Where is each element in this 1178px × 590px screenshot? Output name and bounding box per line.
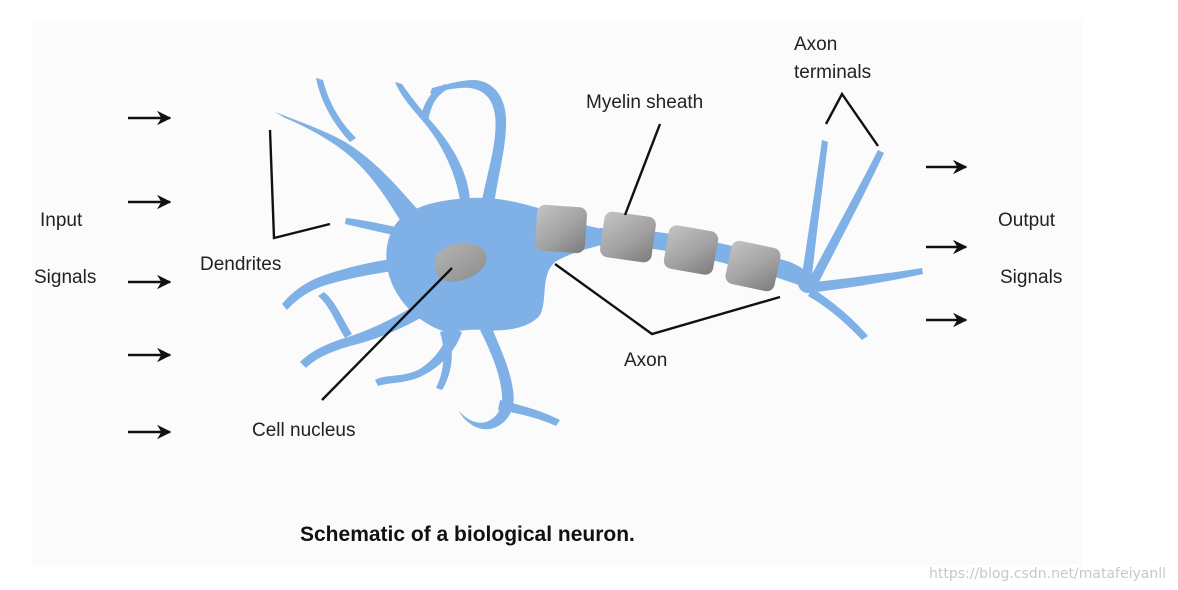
diagram-panel bbox=[32, 20, 1082, 565]
axon-terminal-hub bbox=[798, 273, 818, 293]
myelin-segment-4 bbox=[725, 240, 781, 292]
myelin-segment-2 bbox=[600, 211, 656, 263]
axon-label: Axon bbox=[624, 350, 667, 371]
axon-terminal-up-left bbox=[802, 140, 828, 276]
axon-terminal-down bbox=[808, 288, 868, 340]
cell-nucleus-label: Cell nucleus bbox=[252, 420, 356, 441]
dendrite-upper-left-branch bbox=[316, 78, 356, 142]
leader-lines bbox=[268, 91, 879, 401]
myelin-sheath-label: Myelin sheath bbox=[586, 92, 703, 113]
myelin-segment-1 bbox=[534, 204, 588, 254]
watermark: https://blog.csdn.net/matafeiyanll bbox=[929, 566, 1166, 582]
axon-leader bbox=[554, 263, 781, 336]
dendrite-upper-left bbox=[275, 112, 420, 220]
dendrites-label: Dendrites bbox=[200, 254, 281, 275]
axon-terminals-label-line1: Axon bbox=[794, 34, 837, 55]
output-arrows bbox=[926, 159, 968, 328]
myelin-sheath bbox=[534, 204, 781, 292]
dendrite-upper-middle bbox=[395, 82, 470, 200]
dendrite-lower-down bbox=[458, 328, 514, 430]
cell-nucleus-leader bbox=[321, 267, 453, 401]
axon-terminal-right bbox=[815, 268, 923, 292]
dendrite-upper-middle-branch bbox=[420, 84, 448, 122]
output-label-line2: Signals bbox=[1000, 267, 1062, 288]
dendrite-lower-left bbox=[300, 305, 424, 368]
dendrite-lower-branch-a bbox=[436, 330, 452, 390]
output-label-line1: Output bbox=[998, 210, 1056, 231]
axon-terminals-leader bbox=[824, 91, 879, 147]
myelin-sheath-leader bbox=[623, 123, 662, 216]
input-arrows bbox=[128, 110, 172, 440]
dendrites-leader bbox=[268, 129, 331, 240]
dendrite-lower-right bbox=[498, 400, 560, 426]
axon-terminal-up-right bbox=[810, 150, 884, 284]
dendrite-left bbox=[282, 258, 400, 310]
diagram-caption: Schematic of a biological neuron. bbox=[300, 523, 635, 546]
dendrite-left-small bbox=[345, 218, 400, 236]
input-label-line2: Signals bbox=[34, 267, 96, 288]
dendrite-lower-left-branch bbox=[318, 292, 352, 338]
axon-terminals-label-line2: terminals bbox=[794, 62, 871, 83]
input-label-line1: Input bbox=[40, 210, 83, 231]
myelin-segment-3 bbox=[663, 225, 719, 275]
